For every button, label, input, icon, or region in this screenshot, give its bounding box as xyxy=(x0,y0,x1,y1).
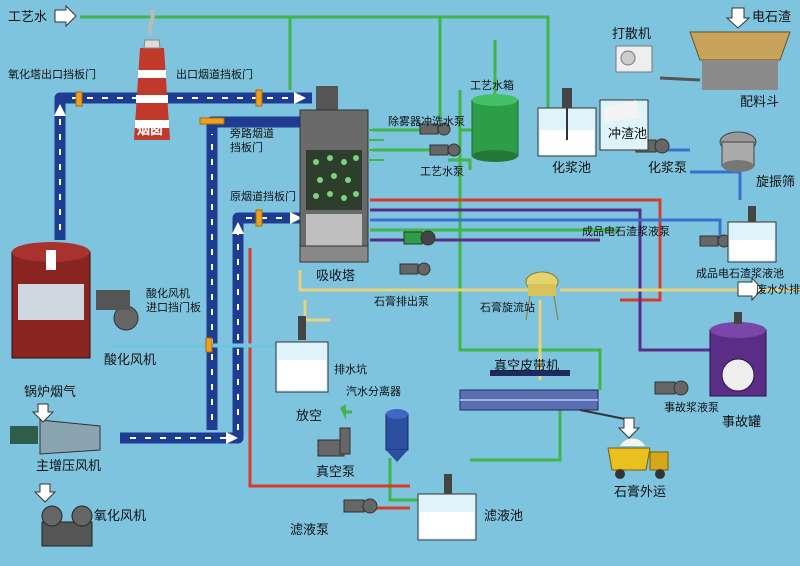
label-filtrate-tank: 滤液池 xyxy=(484,509,524,524)
emergency-tank-icon xyxy=(709,312,767,397)
label-absorber: 吸收塔 xyxy=(316,269,356,284)
steam-separator-icon xyxy=(385,409,409,462)
label-vibrating-screen: 旋振筛 xyxy=(756,175,796,190)
oxidation-blower-icon xyxy=(41,505,93,547)
slurry-lines xyxy=(90,148,800,510)
label-process-water-tank: 工艺水箱 xyxy=(470,79,514,92)
boiler-icon xyxy=(11,242,91,359)
label-vacuum-pump: 真空泵 xyxy=(316,465,356,480)
oxidation-blower-arrow-icon xyxy=(33,483,57,503)
label-oxidation-fan-damper: 酸化风机 进口挡门板 xyxy=(146,287,201,314)
label-vacuum-belt: 真空皮带机 xyxy=(494,359,560,374)
label-bypass-damper: 旁路烟道 挡板门 xyxy=(230,127,274,154)
gypsum-pump-icon xyxy=(399,262,431,276)
chimney-icon xyxy=(134,9,170,140)
label-oxidation-fan-left: 酸化风机 xyxy=(104,353,157,368)
label-drain-pit: 排水坑 xyxy=(334,363,367,376)
oxidation-fan-icon xyxy=(96,290,139,331)
label-boiler-gas: 锅炉烟气 xyxy=(24,385,77,400)
label-wastewater: 废水外排 xyxy=(756,283,800,296)
label-gypsum-out: 石膏外运 xyxy=(614,485,667,500)
filtrate-pump-icon xyxy=(343,498,378,514)
demister-pump-icon xyxy=(419,122,451,136)
disperser-icon xyxy=(615,45,653,73)
flue-arrows xyxy=(54,92,306,444)
hydrocyclone-icon xyxy=(525,271,559,321)
label-demister-pump: 除雾器冲洗水泵 xyxy=(388,115,465,128)
flush-tank-icon xyxy=(599,99,649,151)
vent-arrow-icon xyxy=(340,404,352,420)
process-water-tank-icon xyxy=(471,94,519,162)
label-outlet-flue-damper: 出口烟道挡板门 xyxy=(176,68,253,81)
product-slurry-pump-icon xyxy=(699,234,731,248)
flue-ducts xyxy=(54,92,312,444)
booster-fan-icon xyxy=(10,419,101,455)
absorber-circ-pump-icon xyxy=(403,230,436,246)
label-product-slurry-pump: 成品电石渣浆液泵 xyxy=(582,225,670,238)
carbide-slag-arrow-icon xyxy=(725,7,751,29)
absorber-tower-icon xyxy=(299,86,384,263)
label-oxidation-outlet-damper: 氧化塔出口挡板门 xyxy=(8,68,96,81)
filtrate-tank-icon xyxy=(417,474,477,541)
label-slurry-tank: 化浆池 xyxy=(552,161,592,176)
gypsum-out-arrow-icon xyxy=(617,417,641,439)
label-emergency-tank: 事故罐 xyxy=(722,415,762,430)
label-chimney: 烟囱 xyxy=(137,123,164,138)
label-process-water-pump: 工艺水泵 xyxy=(420,165,464,178)
label-emergency-pump: 事故浆液泵 xyxy=(664,401,719,414)
label-flush-tank: 冲渣池 xyxy=(608,127,648,142)
label-disperser: 打散机 xyxy=(612,27,652,42)
label-process-water: 工艺水 xyxy=(8,10,48,25)
process-water-arrow-icon xyxy=(54,4,77,28)
gypsum-truck-icon xyxy=(607,438,669,479)
product-slurry-tank-icon xyxy=(727,206,777,263)
label-vent: 放空 xyxy=(296,409,323,424)
vacuum-pump-icon xyxy=(317,427,351,457)
boiler-gas-arrow-icon xyxy=(31,403,55,423)
label-carbide-slag: 电石渣 xyxy=(752,10,792,25)
slurry-tank-icon xyxy=(537,88,597,157)
emergency-pump-icon xyxy=(654,380,689,396)
label-booster-fan: 主增压风机 xyxy=(36,459,102,474)
label-gypsum-pump: 石膏排出泵 xyxy=(374,295,429,308)
label-slurry-pump: 化浆泵 xyxy=(648,161,688,176)
wastewater-arrow-icon xyxy=(737,276,763,302)
label-product-slurry-tank: 成品电石渣浆液池 xyxy=(696,267,784,280)
label-filtrate-pump: 滤液泵 xyxy=(290,523,330,538)
vibrating-screen-icon xyxy=(719,131,757,172)
process-water-pump-icon xyxy=(429,143,461,157)
label-hydrocyclone: 石膏旋流站 xyxy=(480,301,535,314)
label-raw-flue-damper: 原烟道挡板门 xyxy=(230,190,296,203)
vacuum-belt-icon xyxy=(459,370,631,421)
drain-pit-icon xyxy=(275,316,329,393)
label-oxidation-fan-bottom: 氧化风机 xyxy=(94,509,147,524)
pump-icons xyxy=(317,122,731,514)
carbide-slag-machine-icon xyxy=(659,31,791,90)
label-mixing-hopper: 配料斗 xyxy=(740,95,780,110)
label-steam-separator: 汽水分离器 xyxy=(346,385,401,398)
damper-icons xyxy=(75,89,263,353)
